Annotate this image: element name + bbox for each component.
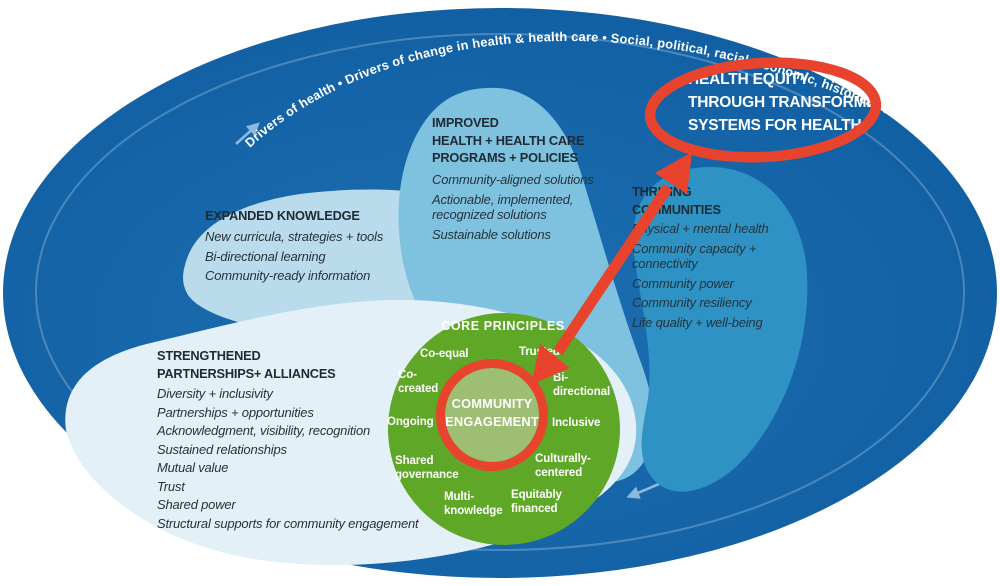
flow-arrow-bottom-icon [626,430,759,499]
list-item: Partnerships + opportunities [157,404,314,420]
principle-co-created: Co- created [398,369,439,395]
list-item: New curricula, strategies + tools [205,229,384,244]
principle-inclusive: Inclusive [552,417,601,429]
list-item: Diversity + inclusivity [157,386,273,401]
list-item: Community-ready information [205,268,371,283]
list-item: Trust [157,478,185,494]
list-item: Sustainable solutions [432,226,551,242]
list-item: Bi-directional learning [205,248,326,264]
list-item: Mutual value [157,460,229,475]
core-principles-title: CORE PRINCIPLES [441,319,565,333]
expanded-knowledge-items: New curricula, strategies + tools Bi-dir… [205,229,435,288]
list-item: Community capacity + connectivity [632,240,757,272]
principle-ongoing: Ongoing [387,416,434,428]
principle-equitably-financed: Equitably financed [511,489,562,515]
list-item: Shared power [157,497,236,512]
list-item: Sustained relationships [157,441,287,457]
list-item: Physical + mental health [632,221,769,236]
health-equity-outcome-text: HEALTH EQUITY THROUGH TRANSFORMED SYSTEM… [688,71,888,134]
strengthened-partnerships-title: STRENGTHENED PARTNERSHIPS+ ALLIANCES [157,348,336,381]
list-item: Actionable, implemented, recognized solu… [432,191,574,223]
list-item: Acknowledgment, visibility, recognition [157,423,371,438]
principle-multi-knowledge: Multi- knowledge [444,491,503,517]
principle-co-equal: Co-equal [420,348,469,360]
community-engagement-label: COMMUNITY ENGAGEMENT [445,396,539,429]
list-item: Structural supports for community engage… [157,515,419,531]
improved-programs-title: IMPROVED HEALTH + HEALTH CARE PROGRAMS +… [432,115,585,165]
list-item: Life quality + well-being [632,314,763,330]
strengthened-partnerships-items: Diversity + inclusivity Partnerships + o… [157,386,467,534]
thriving-communities-title: THRIVING COMMUNITIES [632,184,721,217]
list-item: Community-aligned solutions [432,172,594,187]
list-item: Community power [632,275,734,291]
improved-programs-items: Community-aligned solutions Actionable, … [432,172,614,246]
principle-shared-governance: Shared governance [395,455,459,481]
principle-culturally-centered: Culturally- centered [535,453,591,479]
principle-trusted: Trusted [519,346,560,358]
principle-bi-directional: Bi- directional [553,372,611,398]
expanded-knowledge-title: EXPANDED KNOWLEDGE [205,208,360,223]
flow-arrow-top-left-icon [235,122,260,145]
thriving-communities-items: Physical + mental health Community capac… [632,221,810,334]
list-item: Community resiliency [632,295,752,310]
